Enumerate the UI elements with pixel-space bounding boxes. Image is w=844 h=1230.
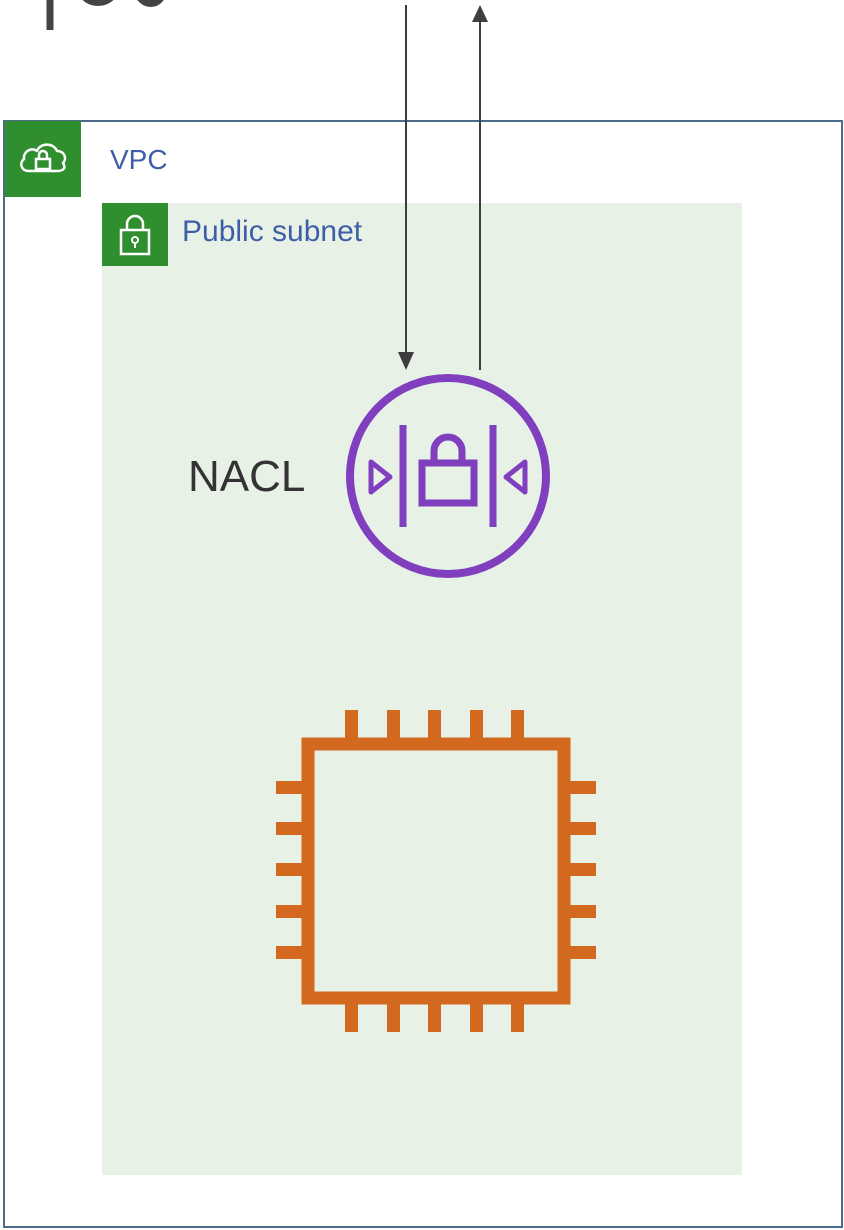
inbound-arrow — [398, 5, 414, 370]
public-subnet-label: Public subnet — [182, 215, 363, 248]
outbound-arrow — [472, 5, 488, 370]
vpc-label: VPC — [110, 144, 168, 175]
traffic-arrows — [398, 5, 488, 370]
ec2-instance-chip-icon — [274, 710, 598, 1037]
network-acl-icon — [345, 373, 551, 584]
vpc-cloud-lock-icon — [5, 121, 81, 197]
cropped-heading-fragment — [18, 0, 168, 30]
nacl-label: NACL — [188, 452, 306, 501]
vpc-boundary — [3, 120, 843, 1228]
public-subnet-area — [102, 203, 742, 1175]
subnet-padlock-icon — [102, 203, 168, 266]
